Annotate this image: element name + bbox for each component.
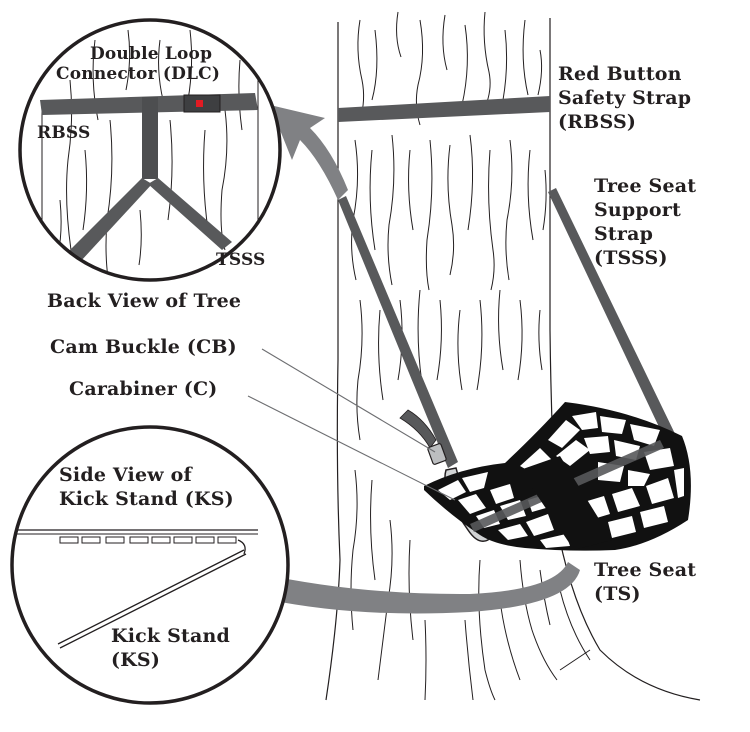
- kick-stand-bar: [57, 549, 247, 649]
- inset-center-connector: [142, 97, 158, 179]
- cam-buckle: [427, 443, 447, 465]
- label-tree-seat-support-strap: Tree Seat Support Strap (TSSS): [594, 174, 696, 270]
- inset-circle-outline-bottom: [10, 425, 290, 705]
- label-red-button-safety-strap: Red Button Safety Strap (RBSS): [558, 62, 691, 134]
- label-line: Kick Stand (KS): [59, 488, 234, 510]
- cam-buckle-tail: [399, 409, 437, 449]
- kick-stand-hinge: [237, 539, 246, 555]
- label-line: (TSSS): [594, 247, 668, 269]
- trunk-left-edge: [325, 22, 341, 701]
- inset-straps: [40, 93, 258, 262]
- label-line: Tree Seat: [594, 559, 697, 581]
- tree-seat: [424, 402, 691, 551]
- inset-red-button: [196, 100, 203, 107]
- label-line: Safety Strap: [558, 87, 692, 109]
- label-line: Red Button: [558, 63, 682, 85]
- label-rbss-inset: RBSS: [37, 123, 91, 143]
- tsss-strap-left: [338, 196, 458, 468]
- label-line: Connector (DLC): [56, 64, 221, 84]
- label-double-loop-connector: Double Loop Connector (DLC): [56, 44, 220, 84]
- label-line: Double Loop: [89, 44, 213, 64]
- label-back-view-of-tree: Back View of Tree: [47, 290, 242, 312]
- inset-circle-outline: [18, 18, 282, 282]
- back-view-inset: [18, 18, 282, 282]
- label-tree-seat: Tree Seat (TS): [594, 558, 696, 606]
- label-kick-stand: Kick Stand (KS): [111, 624, 230, 672]
- label-cam-buckle: Cam Buckle (CB): [50, 336, 237, 358]
- arrow-to-kick-stand: [228, 556, 580, 618]
- tsss-strap-right: [548, 188, 678, 446]
- inset-kick-stand-drawing: [15, 529, 258, 649]
- label-line: Strap: [594, 223, 654, 245]
- seat-side-segments: [59, 536, 237, 544]
- label-line: Tree Seat: [594, 175, 697, 197]
- kick-stand-inset: [10, 425, 290, 705]
- rbss-strap: [338, 96, 550, 122]
- label-tsss-inset: TSSS: [216, 250, 266, 270]
- label-line: Support: [594, 199, 681, 221]
- label-line: (KS): [111, 649, 161, 671]
- label-line: Kick Stand: [111, 625, 230, 647]
- carabiner-leader: [247, 395, 456, 501]
- seat-center-band: [520, 456, 612, 550]
- label-carabiner: Carabiner (C): [69, 378, 218, 400]
- cam-buckle-leader: [261, 348, 436, 453]
- label-line: (TS): [594, 583, 641, 605]
- inset-tsss-right: [148, 178, 232, 250]
- label-line: Side View of: [59, 464, 192, 486]
- label-line: (RBSS): [558, 111, 637, 133]
- inset-tsss-left: [66, 178, 152, 262]
- label-side-view-kick-stand: Side View of Kick Stand (KS): [59, 463, 234, 511]
- arrow-to-back-view: [270, 105, 348, 200]
